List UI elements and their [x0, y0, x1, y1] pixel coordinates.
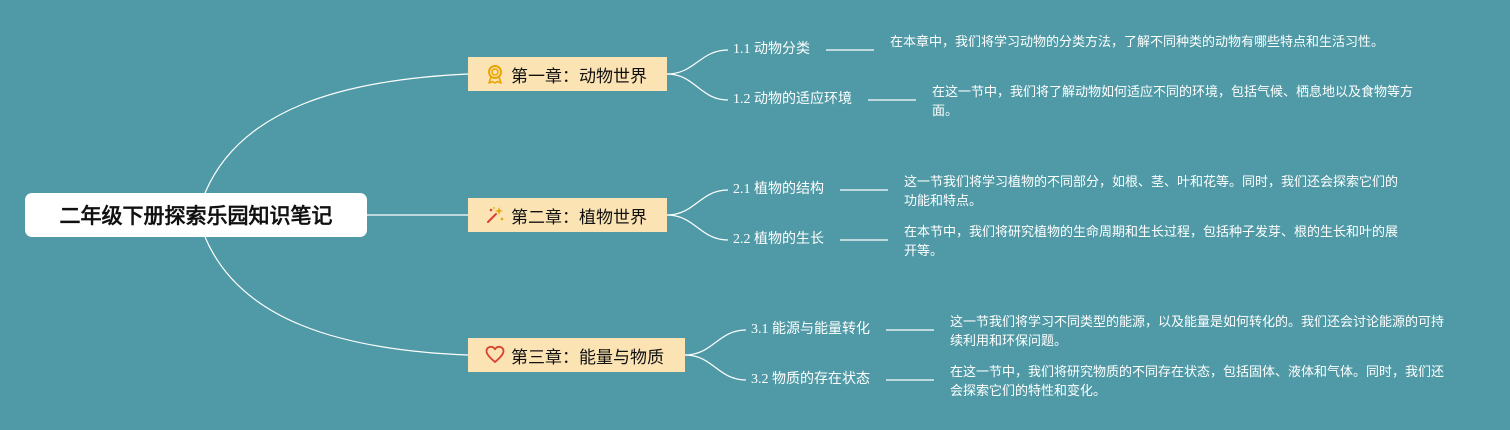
chapter-1-node[interactable]: 第一章：动物世界 — [468, 57, 667, 91]
chapter2-to-section1-line — [666, 189, 729, 216]
root-to-chapter3-line — [204, 236, 469, 356]
section-3-2[interactable]: 3.2 物质的存在状态 — [751, 372, 870, 387]
section-1-2-description: 在这一节中，我们将了解动物如何适应不同的环境，包括气候、栖息地以及食物等方面。 — [932, 85, 1414, 119]
chapter-1-title: 第一章：动物世界 — [511, 66, 647, 87]
heart-icon — [485, 345, 505, 365]
section-3-1[interactable]: 3.1 能源与能量转化 — [751, 322, 870, 337]
section-2-1-description: 这一节我们将学习植物的不同部分，如根、茎、叶和花等。同时，我们还会探索它们的功能… — [904, 175, 1399, 209]
section-3-1-description: 这一节我们将学习不同类型的能源，以及能量是如何转化的。我们还会讨论能源的可持续利… — [950, 315, 1445, 349]
chapter-2-title: 第二章：植物世界 — [511, 207, 647, 228]
chapter-2-node[interactable]: 第二章：植物世界 — [468, 198, 667, 232]
award-ribbon-icon — [485, 64, 505, 84]
section-3-2-description: 在这一节中，我们将研究物质的不同存在状态，包括固体、液体和气体。同时，我们还会探… — [950, 365, 1445, 399]
section-2-2[interactable]: 2.2 植物的生长 — [733, 232, 824, 247]
section-1-1-description: 在本章中，我们将学习动物的分类方法，了解不同种类的动物有哪些特点和生活习性。 — [890, 35, 1385, 50]
section-1-1[interactable]: 1.1 动物分类 — [733, 42, 810, 57]
chapter-3-node[interactable]: 第三章：能量与物质 — [468, 338, 685, 372]
section-1-2[interactable]: 1.2 动物的适应环境 — [733, 92, 852, 107]
root-title: 二年级下册探索乐园知识笔记 — [59, 204, 333, 228]
chapter-3-title: 第三章：能量与物质 — [511, 347, 664, 368]
chapter1-to-section1-line — [666, 49, 729, 75]
section-2-2-description: 在本节中，我们将研究植物的生命周期和生长过程，包括种子发芽、根的生长和叶的展开等… — [904, 225, 1399, 259]
chapter3-to-section1-line — [684, 329, 747, 356]
chapter3-to-section2-line — [684, 354, 747, 381]
section-2-1[interactable]: 2.1 植物的结构 — [733, 182, 824, 197]
sparkle-wand-icon — [485, 205, 505, 225]
chapter2-to-section2-line — [666, 214, 729, 241]
root-topic[interactable]: 二年级下册探索乐园知识笔记 — [25, 193, 367, 237]
root-to-chapter1-line — [204, 73, 469, 194]
chapter1-to-section2-line — [666, 73, 729, 101]
